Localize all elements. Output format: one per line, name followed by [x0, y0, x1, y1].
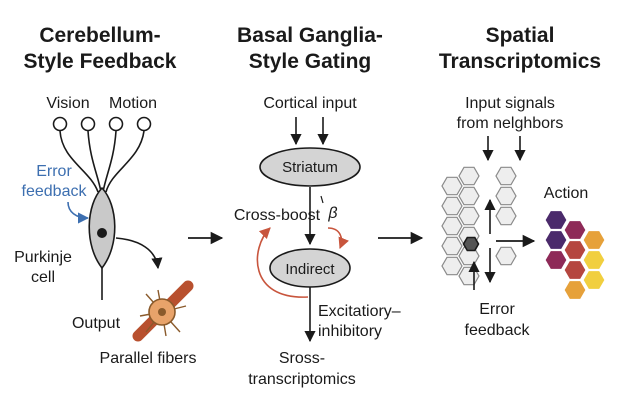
to-parallel-fibers-arrow	[115, 237, 163, 270]
basal-ganglia-title-line2: Style Gating	[249, 50, 372, 73]
excit-label-line2: inhibitory	[318, 323, 382, 340]
input-node	[80, 116, 96, 132]
input-signals-line1: Input signals	[465, 95, 555, 112]
tissue-hex	[495, 166, 517, 186]
tissue-hex	[441, 216, 463, 236]
action-hex	[563, 259, 587, 281]
tissue-hex	[495, 246, 517, 266]
input-node	[136, 116, 152, 132]
input-signals-line2: from nelghbors	[457, 115, 564, 132]
spatial-title-line2: Transcriptomics	[439, 50, 601, 73]
action-hex	[582, 229, 606, 251]
action-hex	[544, 209, 568, 231]
tissue-hex	[441, 196, 463, 216]
beta-label: β	[327, 205, 337, 222]
cerebellum-title-line1: Cerebellum-	[39, 24, 160, 47]
cerebellum-title-line2: Style Feedback	[24, 50, 177, 73]
spatial-panel: Spatial Transcriptomics Input signals fr…	[439, 24, 606, 339]
parallel-fibers-label: Parallel fibers	[100, 350, 197, 367]
tissue-hex	[458, 266, 480, 286]
spatial-error-line2: feedback	[465, 322, 531, 339]
basal-ganglia-title-line1: Basal Ganglia-	[237, 24, 383, 47]
cortical-input-label: Cortical input	[263, 95, 357, 112]
indirect-label: Indirect	[285, 261, 335, 278]
spatial-error-line1: Error	[479, 301, 515, 318]
striatum-node	[259, 147, 361, 187]
tissue-hex	[495, 186, 517, 206]
input-node	[108, 116, 124, 132]
beta-tick	[320, 195, 324, 204]
tissue-hex	[458, 166, 480, 186]
sross-label-line1: Sross-	[279, 350, 325, 367]
basal-ganglia-panel: Basal Ganglia- Style Gating Cortical inp…	[234, 24, 401, 388]
vision-label: Vision	[46, 95, 89, 112]
focal-hex	[462, 236, 480, 252]
striatum-label: Striatum	[282, 159, 338, 176]
tissue-hex	[441, 236, 463, 256]
purkinje-nucleus	[97, 228, 107, 238]
action-hex	[563, 279, 587, 301]
purkinje-line2: cell	[31, 269, 55, 286]
beta-boost-arrow	[327, 227, 349, 250]
output-label: Output	[72, 315, 121, 332]
motion-label: Motion	[109, 95, 157, 112]
excit-label-line1: Excitatiory–	[318, 303, 401, 320]
action-hex	[544, 249, 568, 271]
action-hex	[563, 219, 587, 241]
tissue-hex	[495, 206, 517, 226]
cerebellum-panel: Cerebellum- Style Feedback Vision Motion…	[14, 24, 196, 367]
tissue-hex	[441, 176, 463, 196]
action-hex	[582, 249, 606, 271]
sross-label-line2: transcriptomics	[248, 371, 356, 388]
action-hex	[544, 229, 568, 251]
cerebellum-error-line2: feedback	[22, 183, 88, 200]
tissue-hex	[458, 206, 480, 226]
tissue-hex-grid	[441, 166, 517, 286]
error-feedback-arrow	[67, 201, 90, 224]
cross-boost-label: Cross-boost	[234, 207, 321, 224]
indirect-feedback-loop	[256, 227, 309, 298]
purkinje-line1: Purkinje	[14, 249, 72, 266]
parallel-fiber-illustration	[132, 280, 194, 342]
action-label: Action	[544, 185, 588, 202]
action-hex	[563, 239, 587, 261]
action-hex-cluster	[544, 209, 606, 301]
tissue-hex	[441, 256, 463, 276]
spatial-title-line1: Spatial	[486, 24, 555, 47]
input-node	[52, 116, 68, 132]
tissue-hex	[458, 186, 480, 206]
action-hex	[582, 269, 606, 291]
dendrite-inputs	[52, 116, 152, 132]
cerebellum-error-line1: Error	[36, 163, 72, 180]
dendrites	[59, 130, 145, 193]
